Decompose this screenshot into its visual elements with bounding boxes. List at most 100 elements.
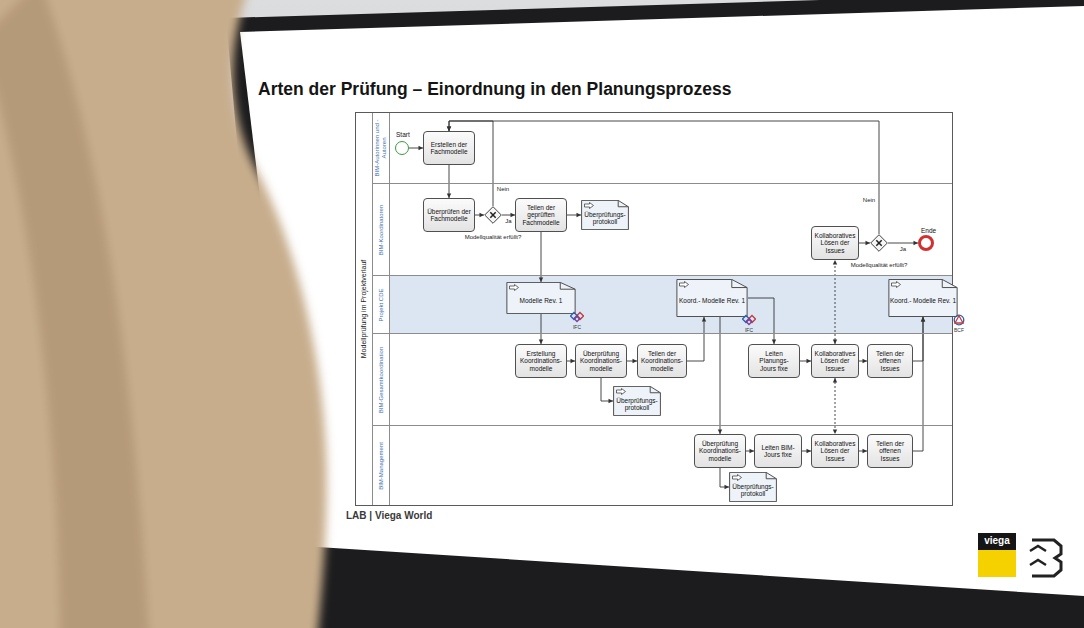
data-input-arrow: [891, 281, 901, 288]
process-box: Leiten Planungs- Jours fixe: [748, 344, 800, 378]
document-fold: [650, 386, 660, 392]
process-box: Überprüfung Koordinations- modelle: [575, 344, 627, 378]
swimlane: BIM-Management Überprüfung Koordinations-…: [372, 425, 952, 505]
viega-logo: viega: [978, 533, 1016, 577]
decision-diamond: Modellqualität erfüllt?: [870, 234, 888, 252]
task-text: Überprüfen der Fachmodelle: [426, 208, 472, 223]
process-box: Überprüfung Koordinations- modelle: [694, 434, 746, 468]
lane-label: BIM-Autorinnen und -Autoren: [374, 117, 387, 179]
edge-label: Ja: [899, 246, 907, 253]
arrow-outline: [585, 203, 594, 209]
footer-text: LAB | Viega World: [346, 510, 432, 521]
document-fold: [766, 472, 776, 478]
gateway-question: Modellqualität erfüllt?: [851, 262, 908, 268]
document-body: [582, 200, 629, 229]
file-format-icon: [742, 314, 756, 326]
file-format-icon: [952, 314, 966, 326]
pool-frame: Modellprüfung im Projektverlauf BIM-Autor…: [355, 112, 953, 506]
logo-stroke: [1032, 540, 1061, 576]
task-text: Kollaboratives Lösen der Issues: [814, 350, 856, 372]
icon-caption: BCF: [952, 327, 966, 333]
task-text: Überprüfung Koordinations- modelle: [697, 440, 743, 462]
document-body: [507, 282, 575, 313]
edge-label: Ja: [504, 218, 512, 225]
document-text: Überprüfungs- protokoll: [615, 397, 659, 412]
gateway-outline: [871, 235, 888, 252]
task-text: Teilen der Koordinations- modelle: [640, 350, 684, 372]
event-label: Ende: [921, 227, 936, 234]
document-text: Überprüfungs- protokoll: [583, 211, 627, 226]
gateway-x: [490, 212, 495, 217]
logo-text: viega: [978, 533, 1016, 549]
process-box: Erstellung Koordinations- modelle: [515, 344, 567, 378]
gateway-shape: [870, 234, 888, 252]
process-box: Kollaboratives Lösen der Issues: [811, 344, 859, 378]
document-shape: Überprüfungs- protokoll: [729, 472, 777, 502]
document-body: [730, 472, 777, 501]
process-box: Kollaboratives Lösen der Issues: [811, 226, 859, 260]
data-input-arrow: [584, 202, 594, 209]
data-input-arrow: [732, 474, 742, 481]
ifc-shape: [746, 319, 752, 325]
icon-caption: IFC: [742, 327, 756, 333]
document-body: [677, 279, 747, 316]
swimlane: BIM-Gesamtkoordination Erstellung Koordin…: [372, 333, 952, 425]
lane-label: BIM-Management: [378, 430, 385, 502]
document-fold: [560, 282, 575, 289]
icon-caption: IFC: [570, 324, 584, 330]
task-text: Erstellen der Fachmodelle: [426, 141, 472, 156]
task-text: Teilen der offenen Issues: [870, 350, 910, 372]
lane-label: BIM-Gesamtkoordination: [378, 338, 385, 422]
task-text: Erstellung Koordinations- modelle: [518, 350, 564, 372]
document-shape: Koord.- Modelle Rev. 1BCF: [888, 279, 958, 317]
monitor-bezel: [226, 0, 1084, 628]
process-box: Teilen der offenen Issues: [867, 344, 913, 378]
ifc-symbol: [742, 314, 756, 326]
decision-diamond: Modellqualität erfüllt?: [484, 206, 502, 224]
arrow-outline: [680, 282, 689, 288]
document-shape: Überprüfungs- protokoll: [613, 386, 661, 416]
ifc-symbol: [570, 311, 584, 323]
process-box: Teilen der geprüften Fachmodelle: [515, 198, 567, 232]
data-input-arrow: [679, 281, 689, 288]
event-label: Start: [396, 131, 410, 138]
lane-label: BIM-Koordinatoren: [378, 188, 385, 272]
ifc-shape: [574, 316, 580, 322]
document-shape: Koord.- Modelle Rev. 1IFC: [676, 279, 748, 317]
gateway-question: Modellqualität erfüllt?: [465, 234, 522, 240]
swimlane: Projekt CDEModelle Rev. 1IFCKoord.- Mode…: [372, 275, 952, 333]
document-text: Koord.- Modelle Rev. 1: [679, 297, 745, 304]
process-box: Teilen der Koordinations- modelle: [637, 344, 687, 378]
data-input-arrow: [616, 388, 626, 395]
swimlane: BIM-Autorinnen und -AutorenStartErstelle…: [372, 113, 952, 183]
monitor-screen: [240, 6, 1084, 596]
arrow-outline: [733, 475, 742, 481]
hair-shadow: [0, 0, 150, 628]
process-box: Leiten BIM- Jours fixe: [754, 434, 802, 468]
task-text: Kollaboratives Lösen der Issues: [814, 440, 856, 462]
file-format-icon: [570, 311, 584, 323]
document-fold: [618, 200, 628, 206]
start-event: Start: [395, 141, 409, 155]
document-body: [889, 279, 957, 316]
diagram-title: Arten der Prüfung – Einordnung in den Pl…: [258, 79, 732, 100]
lane-label: Projekt CDE: [378, 280, 385, 330]
task-text: Kollaboratives Lösen der Issues: [814, 232, 856, 254]
task-text: Leiten Planungs- Jours fixe: [751, 350, 797, 372]
arrow-outline: [617, 389, 626, 395]
edge-label: Nein: [862, 197, 876, 204]
process-box: Erstellen der Fachmodelle: [423, 131, 475, 165]
end-event: Ende: [918, 235, 934, 251]
logo-stroke: [1030, 546, 1046, 565]
arrow-outline: [892, 282, 901, 288]
gateway-outline: [485, 207, 502, 224]
data-input-arrow: [509, 284, 519, 291]
process-box: Überprüfen der Fachmodelle: [423, 198, 475, 232]
task-text: Überprüfung Koordinations- modelle: [578, 350, 624, 372]
pool-label: Modellprüfung im Projektverlauf: [360, 116, 368, 502]
gateway-shape: [484, 206, 502, 224]
document-body: [614, 386, 661, 415]
arrow-outline: [510, 285, 519, 291]
task-text: Teilen der geprüften Fachmodelle: [518, 204, 564, 226]
